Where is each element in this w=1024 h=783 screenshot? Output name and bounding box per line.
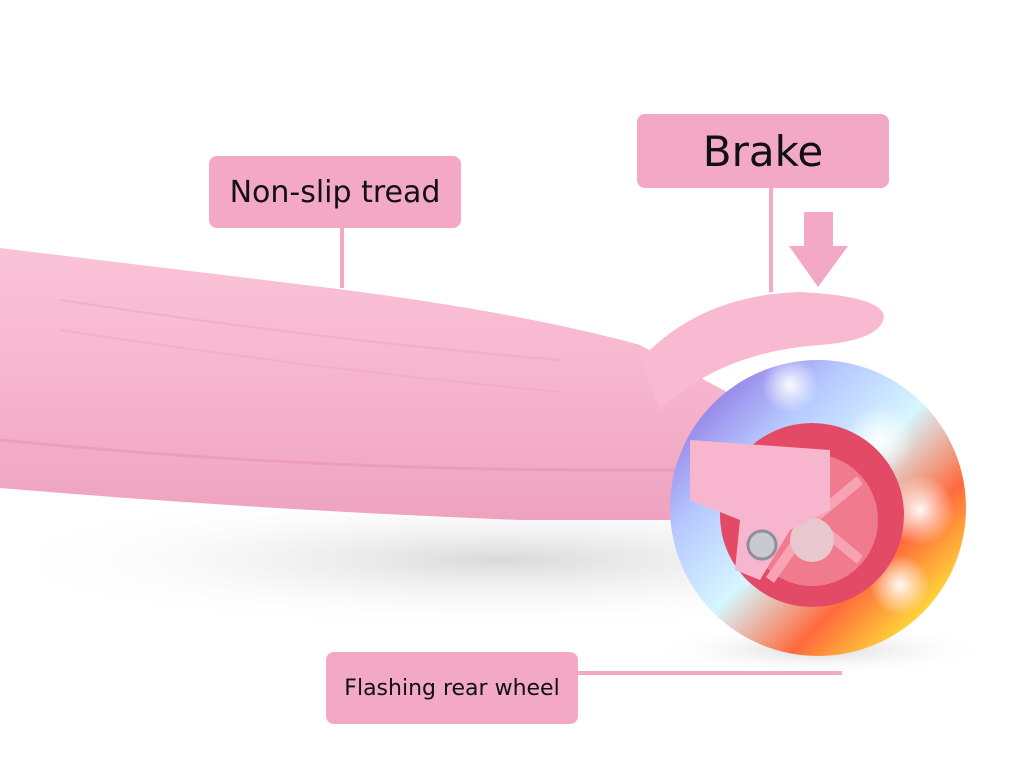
arrow-down-icon [789, 212, 848, 287]
tread-texture [59, 329, 561, 393]
flashing-rear-wheel-label: Flashing rear wheel [326, 652, 578, 724]
brake-label: Brake [637, 114, 889, 188]
axle-bolt [746, 529, 778, 561]
scooter-deck [0, 248, 831, 520]
tread-texture [59, 299, 561, 361]
non-slip-tread-label: Non-slip tread [209, 156, 461, 228]
wheel-light [762, 357, 818, 413]
rear-fork [690, 440, 830, 580]
wheel-bearing [790, 518, 834, 562]
brake-fender [640, 292, 884, 410]
